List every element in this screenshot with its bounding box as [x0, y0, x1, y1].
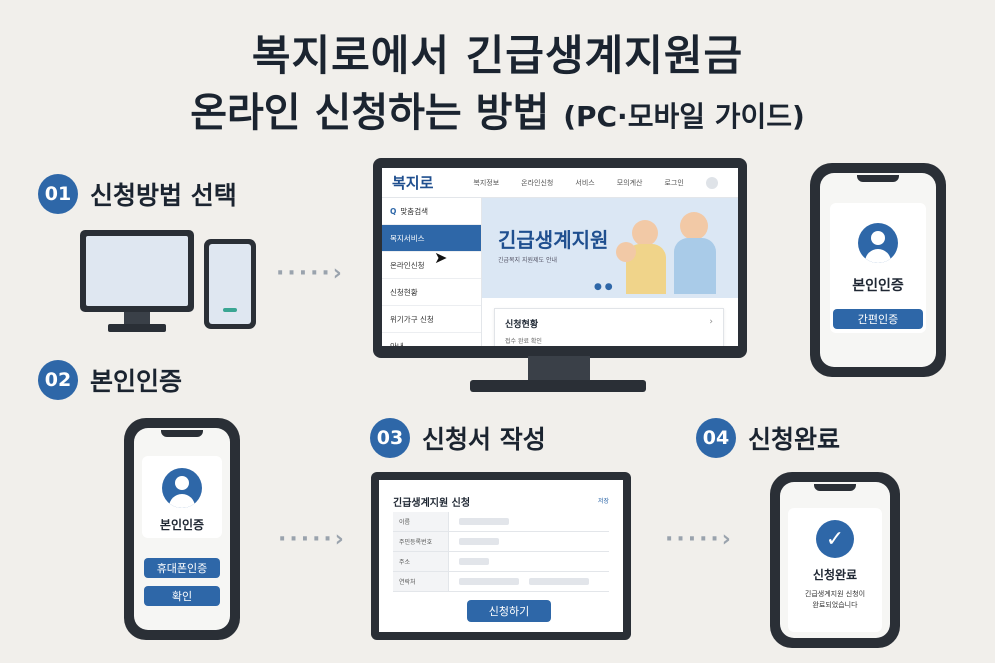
form-screen: 긴급생계지원 신청 저장 이름 주민등록번호 주소 연락처 신청하기 — [379, 480, 623, 632]
sidebar-item[interactable]: 온라인신청 — [382, 252, 481, 279]
input-field[interactable] — [459, 538, 499, 545]
form-row[interactable]: 연락처 — [393, 572, 609, 592]
step-label: 본인인증 — [90, 367, 183, 396]
check-icon: ✓ — [816, 520, 854, 558]
complete-title: 신청완료 — [812, 568, 858, 582]
arrow-dots-2: ·····› — [278, 527, 347, 552]
phone-screen: 본인인증 간편인증 — [820, 173, 936, 367]
phone-complete: ✓ 신청완료 긴급생계지원 신청이 완료되었습니다 — [770, 472, 900, 648]
submit-button[interactable]: 신청하기 — [467, 600, 551, 622]
subtitle-note: (PC·모바일 가이드) — [563, 100, 805, 133]
panel-subtitle: 접수 완료 확인 — [505, 338, 542, 345]
hero-title: 긴급생계지원 — [498, 228, 609, 252]
page-subtitle: 온라인 신청하는 방법 (PC·모바일 가이드) — [0, 80, 995, 138]
input-field[interactable] — [529, 578, 589, 585]
form-save-link[interactable]: 저장 — [597, 498, 609, 505]
phone-auth-left: 본인인증 휴대폰인증 확인 — [124, 418, 240, 640]
form-title: 긴급생계지원 신청 — [393, 498, 471, 509]
arrow-dots-3: ·····› — [665, 527, 734, 552]
complete-message: 긴급생계지원 신청이 완료되었습니다 — [804, 590, 866, 610]
sidebar-item-active[interactable]: 복지서비스 — [382, 225, 481, 252]
form-monitor: 긴급생계지원 신청 저장 이름 주민등록번호 주소 연락처 신청하기 — [371, 472, 631, 640]
nav-item[interactable]: 모의계산 — [616, 178, 643, 187]
form-row[interactable]: 주소 — [393, 552, 609, 572]
step-number: 02 — [38, 360, 78, 400]
desktop-icon — [80, 230, 194, 312]
hero-subtitle: 긴급복지 지원제도 안내 — [498, 257, 558, 264]
auth-title: 본인인증 — [159, 518, 205, 532]
phone-screen: ✓ 신청완료 긴급생계지원 신청이 완료되었습니다 — [780, 482, 890, 638]
step-01: 01 신청방법 선택 — [38, 174, 237, 214]
smartphone-icon — [204, 239, 256, 329]
sidebar-item[interactable]: 위기가구 신청 — [382, 306, 481, 333]
step-label: 신청방법 선택 — [90, 181, 237, 210]
step-03: 03 신청서 작성 — [370, 418, 546, 458]
panel-title: 신청현황 — [505, 320, 539, 330]
form-row[interactable]: 이름 — [393, 512, 609, 532]
phone-auth-top: 본인인증 간편인증 — [810, 163, 946, 377]
nav-item[interactable]: 로그인 — [664, 178, 684, 187]
page-title: 복지로에서 긴급생계지원금 — [251, 31, 744, 80]
input-field[interactable] — [459, 518, 509, 525]
arrow-dots-1: ·····› — [276, 261, 345, 286]
user-icon — [162, 468, 202, 508]
step-04: 04 신청완료 — [696, 418, 840, 458]
hero-banner: 긴급생계지원 긴급복지 지원제도 안내 ● ● — [482, 198, 738, 298]
auth-button[interactable]: 간편인증 — [833, 309, 923, 329]
nav-item[interactable]: 복지정보 — [473, 178, 500, 187]
user-icon — [858, 223, 898, 263]
auth-card: 본인인증 간편인증 — [830, 203, 926, 333]
chevron-right-icon: › — [709, 317, 713, 327]
nav-item[interactable]: 온라인신청 — [521, 178, 554, 187]
step-number: 01 — [38, 174, 78, 214]
form-row[interactable]: 주민등록번호 — [393, 532, 609, 552]
carousel-dots[interactable]: ● ● — [594, 282, 613, 292]
desktop-base — [108, 324, 166, 332]
user-icon[interactable] — [705, 176, 718, 189]
nav-item[interactable]: 서비스 — [575, 178, 595, 187]
phone-auth-button[interactable]: 휴대폰인증 — [144, 558, 220, 578]
sidebar-item[interactable]: 안내 — [382, 333, 481, 347]
complete-card: ✓ 신청완료 긴급생계지원 신청이 완료되었습니다 — [788, 508, 882, 632]
phone-screen: 본인인증 휴대폰인증 확인 — [134, 428, 230, 630]
step-number: 03 — [370, 418, 410, 458]
confirm-button[interactable]: 확인 — [144, 586, 220, 606]
auth-card: 본인인증 — [142, 456, 222, 538]
cursor-icon: ➤ — [434, 248, 448, 267]
step-label: 신청완료 — [748, 425, 841, 454]
status-panel[interactable]: 신청현황 접수 완료 확인 › — [494, 308, 724, 346]
input-field[interactable] — [459, 578, 519, 585]
auth-title: 본인인증 — [852, 278, 904, 294]
desktop-stand — [124, 312, 150, 326]
search-icon: Q — [390, 206, 397, 216]
step-number: 04 — [696, 418, 736, 458]
monitor-base — [470, 380, 646, 392]
step-label: 신청서 작성 — [422, 425, 546, 454]
site-logo[interactable]: 복지로 — [392, 174, 434, 192]
input-field[interactable] — [459, 558, 489, 565]
subtitle-main: 온라인 신청하는 방법 — [190, 90, 550, 136]
sidebar-item[interactable]: 신청현황 — [382, 279, 481, 306]
site-navbar: 복지로 복지정보 온라인신청 서비스 모의계산 로그인 — [382, 168, 738, 198]
step-02: 02 본인인증 — [38, 360, 182, 400]
monitor-stand — [528, 356, 590, 382]
